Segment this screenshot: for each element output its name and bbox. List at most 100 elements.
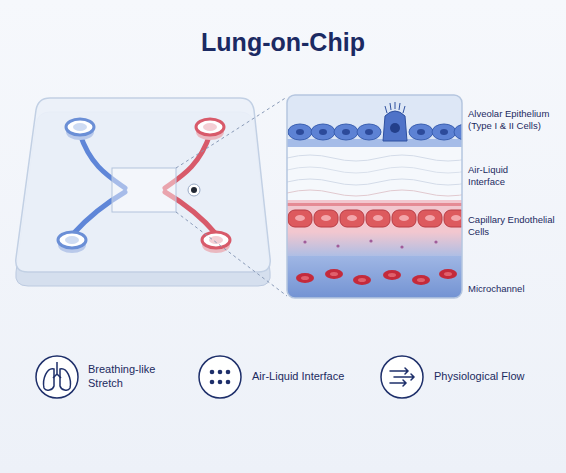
port-hole <box>73 123 87 131</box>
particle <box>336 244 339 247</box>
outlet-port-red <box>196 119 224 140</box>
layer-label-holder: Alveolar Epithelium (Type I & II Cells) <box>468 108 560 132</box>
interface-wave <box>287 167 462 173</box>
endothelial-cells <box>288 210 462 227</box>
cell-center <box>330 272 338 276</box>
endothelial-cell <box>340 210 364 227</box>
endothelial-cell <box>366 210 390 227</box>
nucleus <box>399 215 409 221</box>
nucleus <box>295 215 305 221</box>
endothelial-cell <box>288 210 312 227</box>
nucleus <box>365 129 373 135</box>
feature-label: Physiological Flow <box>434 370 552 384</box>
feature-label: Air-Liquid Interface <box>252 370 370 384</box>
endothelial-cell <box>444 210 462 227</box>
nucleus <box>425 215 435 221</box>
nucleus <box>451 215 461 221</box>
basement-band <box>287 139 462 147</box>
nucleus <box>373 215 383 221</box>
title-holder: Lung-on-Chip <box>0 27 566 58</box>
type-i-cell <box>409 124 433 140</box>
nucleus <box>321 215 331 221</box>
red-blood-cells <box>296 269 457 285</box>
nucleus <box>319 129 327 135</box>
endothelial-cell <box>314 210 338 227</box>
page-title: Lung-on-Chip <box>0 27 566 58</box>
cilia <box>385 102 405 113</box>
lung-lobe <box>60 369 70 390</box>
feature-label-holder: Physiological Flow <box>434 370 552 384</box>
port-ring <box>196 119 224 135</box>
cell-center <box>444 272 452 276</box>
nucleus <box>417 129 425 135</box>
red-blood-cell <box>353 275 371 285</box>
layer-label: Microchannel <box>468 283 560 295</box>
sensor-dot <box>191 187 197 193</box>
particle <box>434 240 437 243</box>
feature-label-holder: Breathing-like Stretch <box>88 363 170 391</box>
transition-band <box>287 232 462 258</box>
nucleus <box>440 129 448 135</box>
layer-label-holder: Air-Liquid Interface <box>468 164 530 188</box>
interface-wave <box>287 179 462 185</box>
icon-dot <box>210 370 215 375</box>
icon-circle <box>199 356 241 398</box>
type-ii-cell <box>383 111 407 141</box>
red-blood-cell <box>412 275 430 285</box>
panel-ground <box>287 95 462 298</box>
particle <box>400 245 403 248</box>
layer-label: Alveolar Epithelium (Type I & II Cells) <box>468 108 560 132</box>
icon-dot <box>210 380 215 385</box>
nucleus <box>347 215 357 221</box>
type-i-cell <box>288 124 312 140</box>
icon-dot <box>226 370 231 375</box>
flow-line <box>390 368 408 374</box>
central-channel <box>122 187 168 193</box>
feature-label-holder: Air-Liquid Interface <box>252 370 370 384</box>
particle <box>303 240 306 243</box>
layer-label-holder: Microchannel <box>468 283 560 295</box>
panel-border <box>287 95 462 298</box>
endothelial-cell <box>418 210 442 227</box>
endothelial-line <box>287 203 462 206</box>
zoom-guide <box>176 212 287 296</box>
flow-icon <box>381 356 423 398</box>
chip-device <box>16 98 271 286</box>
port-ring <box>58 232 86 248</box>
cell-center <box>358 278 366 282</box>
red-blood-cell <box>439 269 457 279</box>
lung-lobe <box>44 369 54 390</box>
epithelial-cells <box>288 102 462 141</box>
cell-center <box>301 276 309 280</box>
microchannel-band <box>287 256 462 298</box>
chip-top <box>16 98 271 272</box>
zoom-guide <box>176 97 287 168</box>
cell-center <box>388 273 396 277</box>
red-blood-cell <box>296 273 314 283</box>
port-ring <box>66 119 94 135</box>
type-i-cell <box>357 124 381 140</box>
nucleus <box>390 123 400 133</box>
red-blood-cell <box>383 270 401 280</box>
inlet-port-blue <box>66 119 94 140</box>
layer-label: Capillary Endothelial Cells <box>468 214 560 238</box>
port-hole <box>203 123 217 131</box>
interface-wave <box>287 190 462 196</box>
icon-dot <box>218 370 223 375</box>
feature-label: Breathing-like Stretch <box>88 363 170 391</box>
particle <box>369 239 372 242</box>
icon-circle <box>381 356 423 398</box>
trachea <box>53 362 61 378</box>
dots-icon <box>199 356 241 398</box>
type-i-cell <box>334 124 358 140</box>
red-blood-cell <box>325 269 343 279</box>
icon-dot <box>218 380 223 385</box>
layer-label-holder: Capillary Endothelial Cells <box>468 214 560 238</box>
central-chamber <box>112 168 176 212</box>
inlet-port-blue <box>58 232 86 253</box>
zoom-panel <box>287 95 462 298</box>
endothelial-cell <box>392 210 416 227</box>
flow-line <box>394 374 414 380</box>
port-hole <box>65 236 79 244</box>
